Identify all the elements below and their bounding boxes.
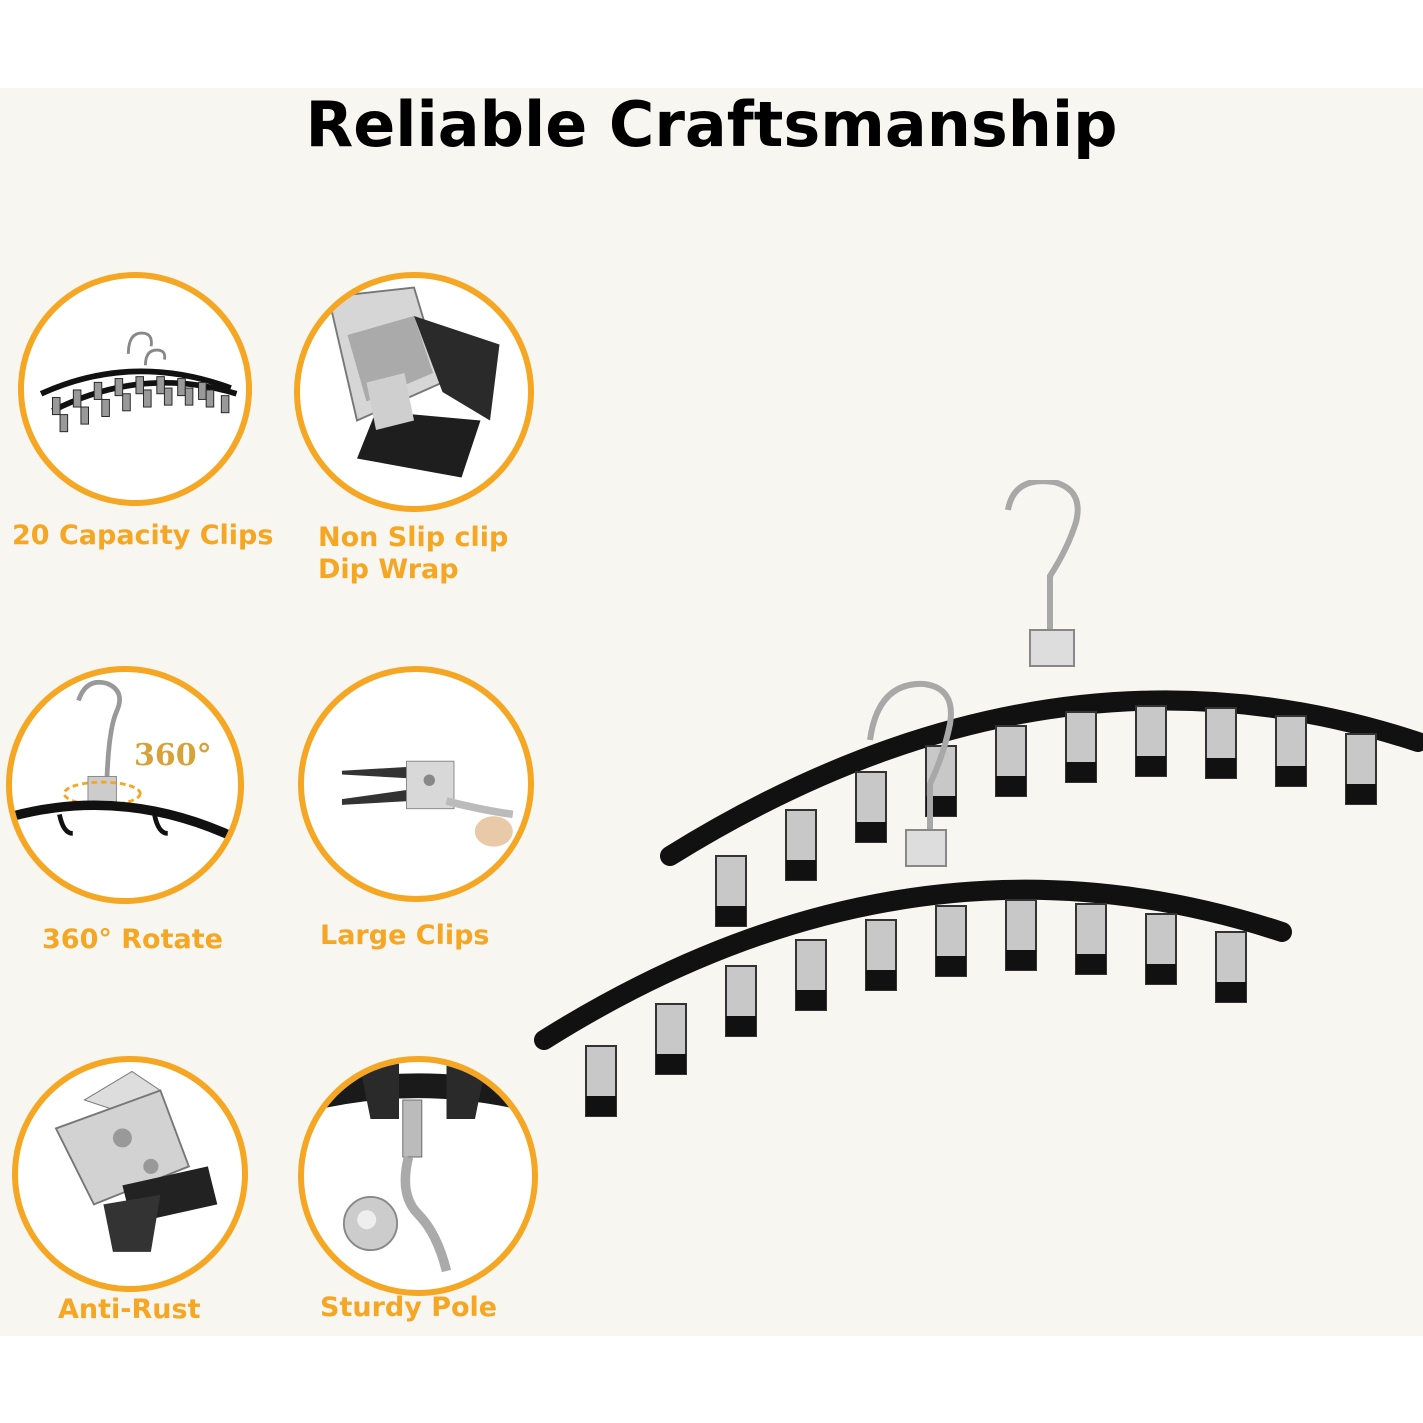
feature-circle-large-clips [298,666,534,902]
feature-label-nonslip: Non Slip clip Dip Wrap [318,522,509,585]
hero-hanger-image [530,478,1423,1160]
feature-label-anti-rust: Anti-Rust [58,1294,201,1325]
feature-label-capacity: 20 Capacity Clips [12,520,274,551]
bottom-hanger-clips [585,899,1247,1117]
feature-label-sturdy-pole: Sturdy Pole [320,1292,498,1323]
feature-circle-anti-rust [12,1056,248,1292]
dipped-clip-tip-icon [327,286,500,478]
feature-circle-nonslip [294,272,534,512]
feature-label-rotate: 360° Rotate [42,924,223,955]
hanger-icon [534,478,1423,1117]
page-title: Reliable Craftsmanship [305,88,1118,161]
rotate-badge: 360° [134,738,212,773]
feature-label-large-clips: Large Clips [320,920,490,951]
stainless-clip-icon [54,1070,218,1252]
feature-circle-sturdy-pole [298,1056,538,1296]
sturdy-pole-icon [304,1062,532,1273]
feature-circle-capacity [18,272,252,506]
large-clip-icon [341,760,514,847]
hanger-with-clips-icon [39,331,238,433]
rotating-hook-icon [12,679,238,844]
feature-circle-rotate: 360° [6,666,244,904]
